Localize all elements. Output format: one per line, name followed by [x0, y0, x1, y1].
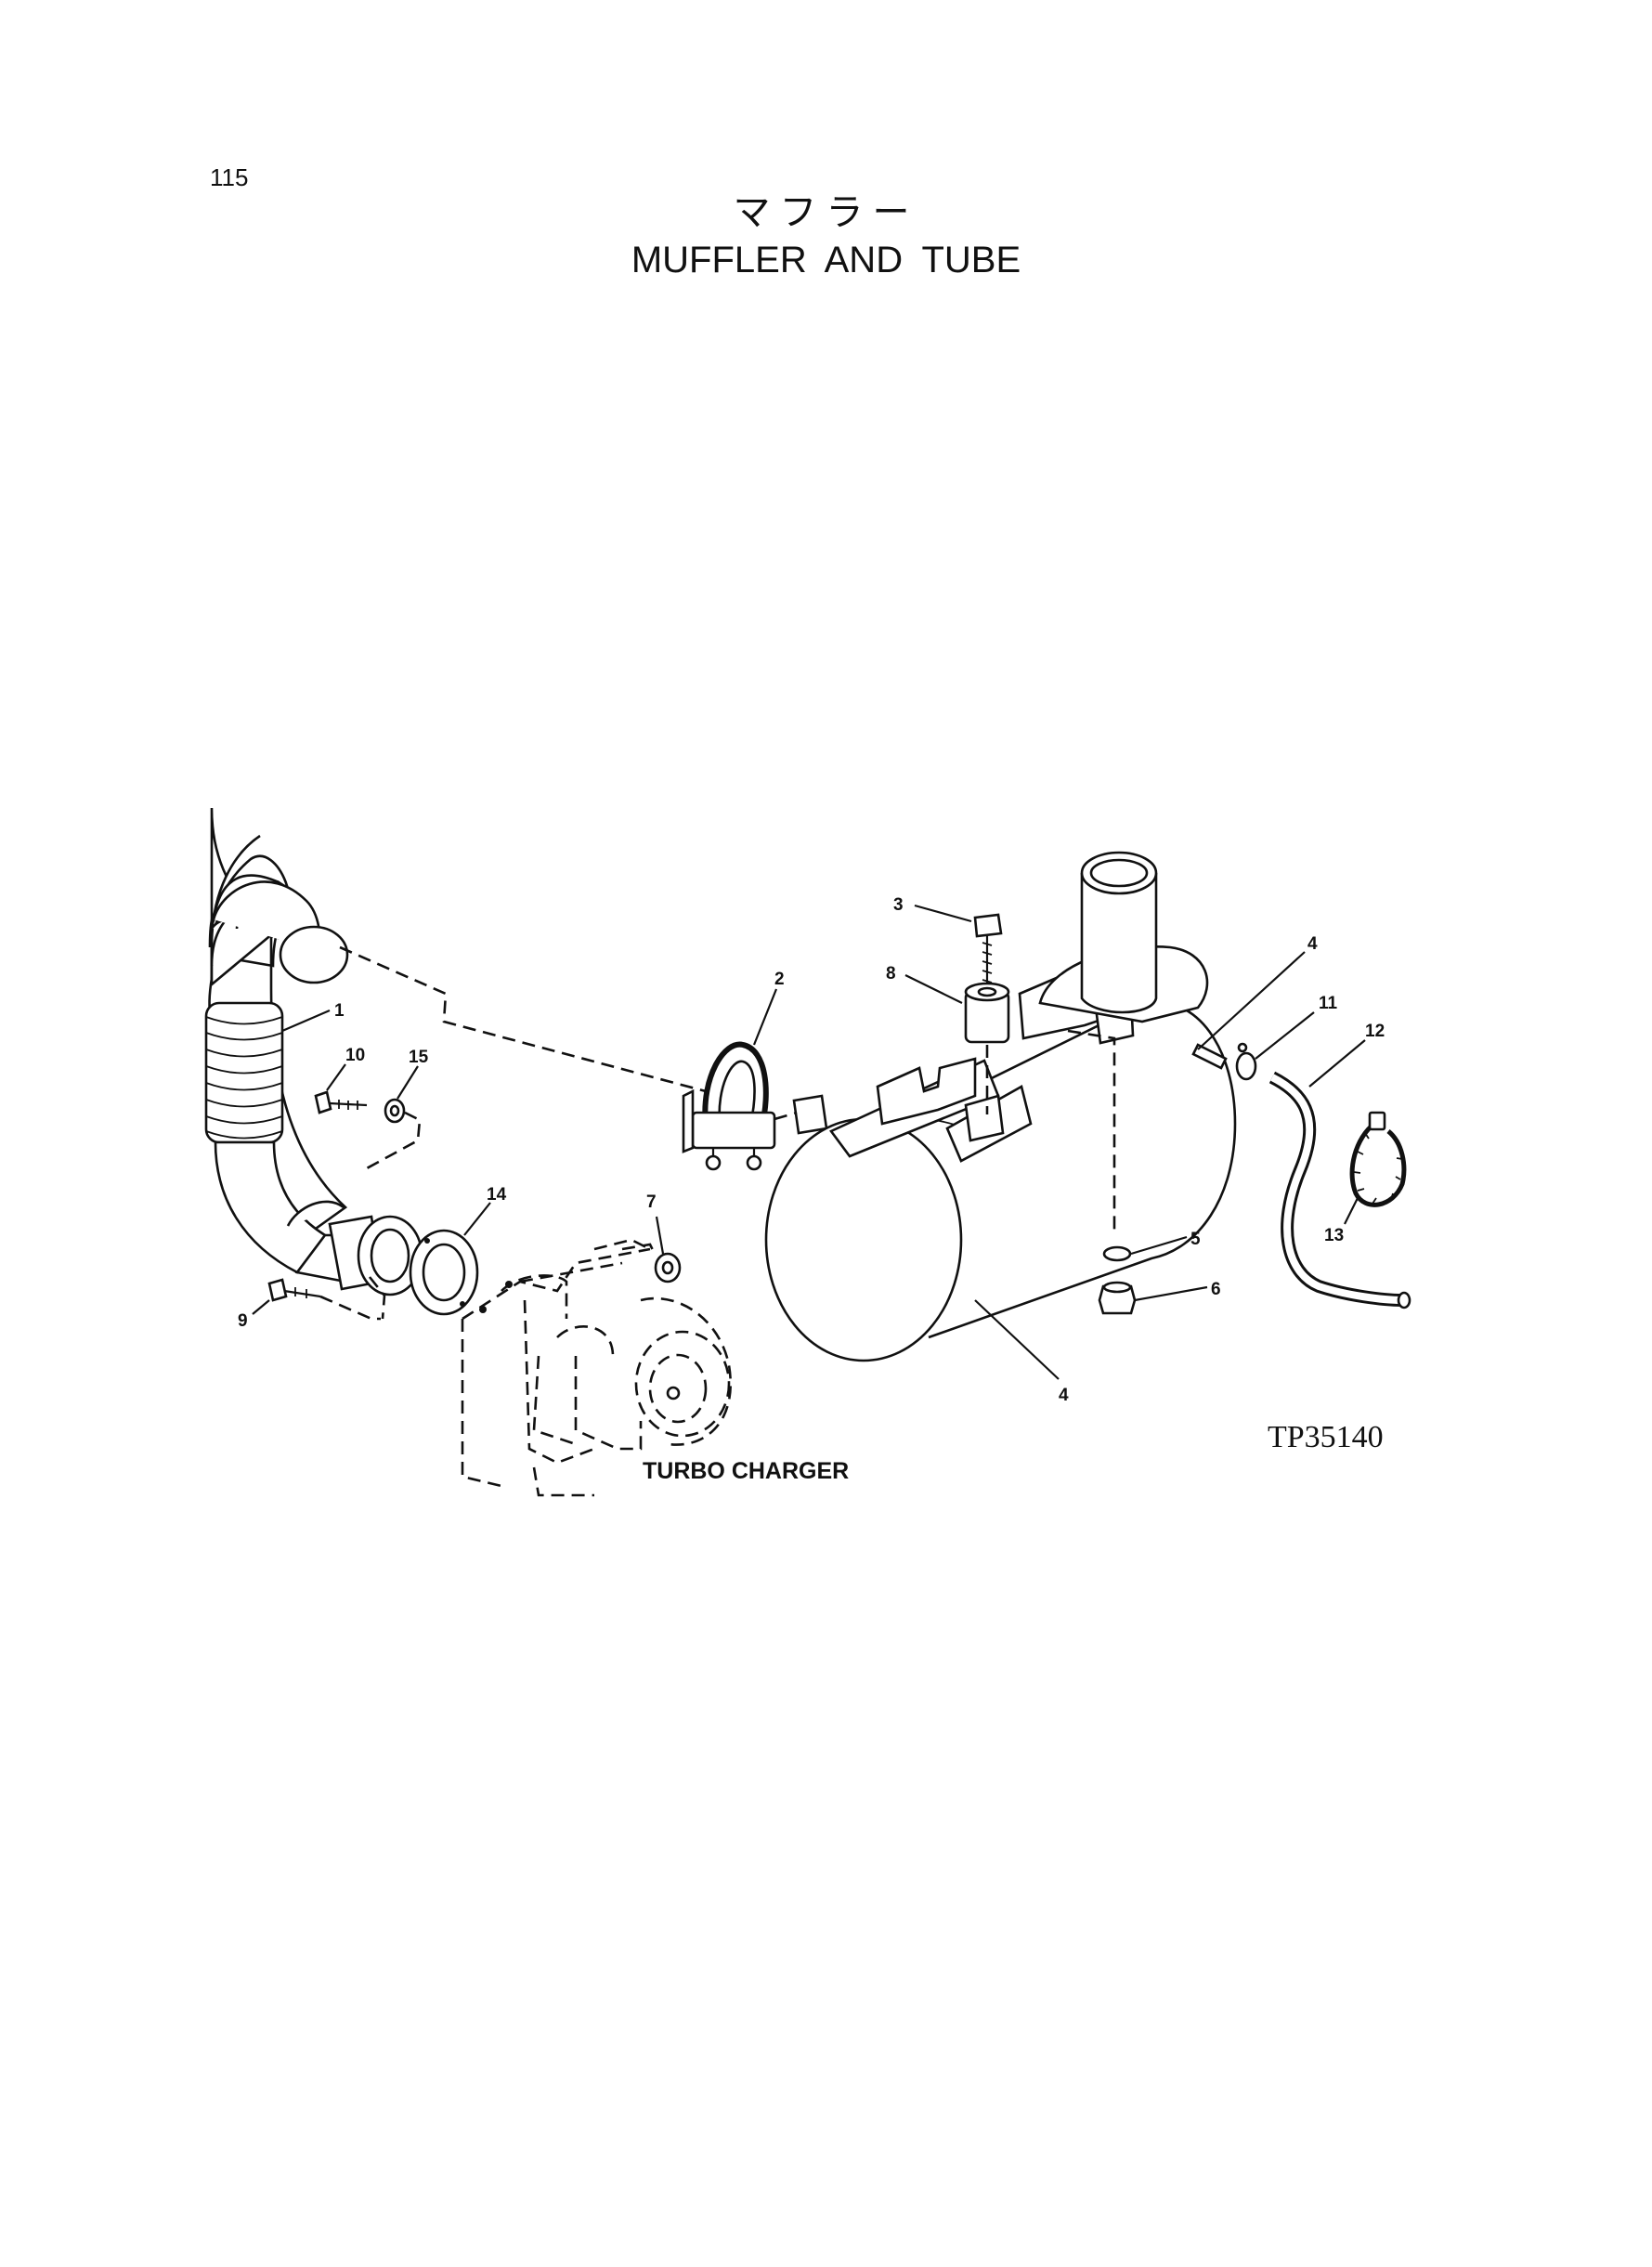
gasket-14 [409, 1229, 479, 1316]
bolt-10 [314, 1090, 368, 1114]
turbocharger-outline [461, 1238, 732, 1497]
page-title-japanese: マフラー [733, 191, 919, 234]
callout-8: 8 [886, 964, 896, 984]
callout-4-body: 4 [1059, 1386, 1069, 1405]
callout-10: 10 [345, 1046, 365, 1065]
bolt-3 [973, 913, 1003, 984]
callout-7: 7 [646, 1192, 657, 1212]
nut-6 [1098, 1281, 1137, 1315]
page-number: 115 [210, 163, 249, 191]
callout-12: 12 [1365, 1022, 1385, 1041]
callout-11: 11 [1319, 994, 1338, 1013]
callout-14: 14 [487, 1185, 507, 1205]
spacer-8 [964, 982, 1010, 1044]
cap-11 [1235, 1042, 1257, 1081]
callout-9: 9 [238, 1311, 248, 1331]
callout-3: 3 [893, 895, 904, 915]
muffler-body [764, 1000, 1237, 1362]
callout-2: 2 [774, 970, 785, 989]
washer-5 [1102, 1245, 1132, 1262]
exhaust-tube [204, 807, 423, 1296]
callout-4-outlet: 4 [1307, 934, 1318, 954]
callout-6: 6 [1211, 1280, 1221, 1299]
washer-15 [384, 1098, 406, 1124]
callout-5: 5 [1190, 1230, 1201, 1249]
drain-hose-12 [1268, 1071, 1411, 1309]
drawing-code: TP35140 [1268, 1420, 1384, 1454]
hose-clamp-13 [1349, 1111, 1407, 1207]
bolt-9 [267, 1278, 321, 1302]
nut-7 [654, 1252, 682, 1283]
muffler-outlet-stack [1038, 851, 1209, 1023]
turbocharger-label: TURBO CHARGER [643, 1458, 849, 1484]
callout-1: 1 [334, 1001, 345, 1021]
mounting-bracket-front [876, 1057, 1005, 1142]
u-clamp [682, 1041, 776, 1171]
callout-13: 13 [1324, 1226, 1344, 1245]
page-title: MUFFLER AND TUBE [631, 240, 1021, 280]
callout-15: 15 [409, 1048, 429, 1067]
